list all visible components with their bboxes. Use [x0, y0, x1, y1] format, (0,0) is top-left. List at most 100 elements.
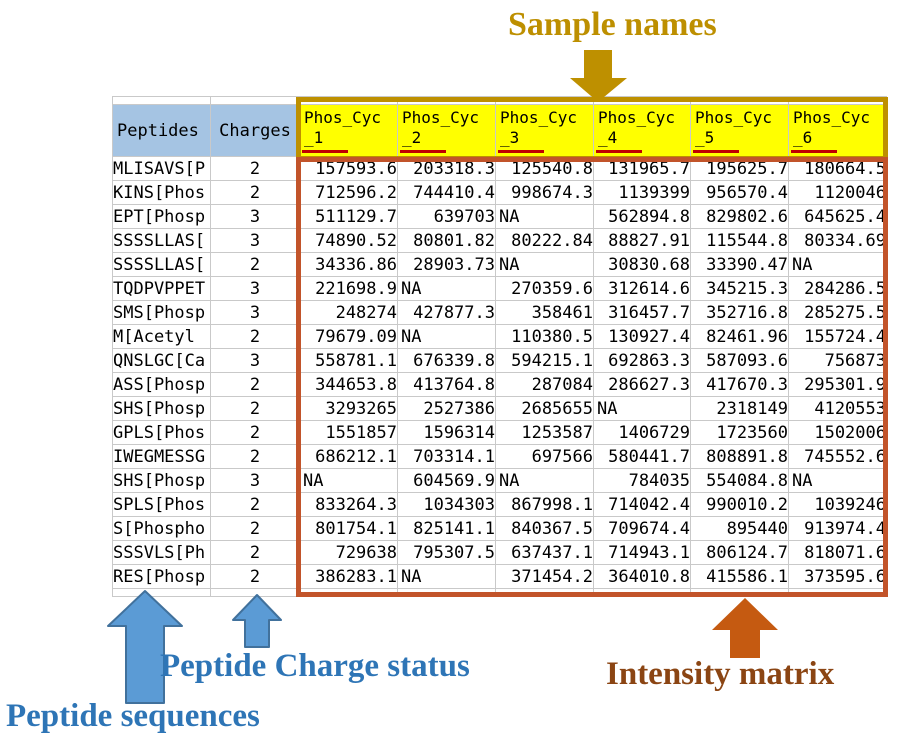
cell-intensity[interactable]: 80801.82	[397, 228, 496, 253]
cell-intensity[interactable]: NA	[788, 468, 887, 493]
cell-peptide[interactable]: SSSSLLAS[	[112, 228, 211, 253]
sample-column-header-4[interactable]: Phos_Cyc_4	[593, 104, 691, 157]
cell-intensity[interactable]: 806124.7	[690, 540, 789, 565]
charges-column-header[interactable]: Charges	[210, 104, 300, 157]
cell-peptide[interactable]: TQDPVPPET	[112, 276, 211, 301]
cell-intensity[interactable]: 312614.6	[593, 276, 691, 301]
cell-intensity[interactable]: 115544.8	[690, 228, 789, 253]
cell-intensity[interactable]: 1253587	[495, 420, 594, 445]
cell-intensity[interactable]: 913974.4	[788, 516, 887, 541]
cell-intensity[interactable]: NA	[495, 252, 594, 277]
cell-charge[interactable]: 2	[210, 180, 300, 205]
cell-charge[interactable]: 2	[210, 564, 300, 589]
cell-intensity[interactable]: 784035	[593, 468, 691, 493]
cell-intensity[interactable]: 956570.4	[690, 180, 789, 205]
cell-peptide[interactable]: RES[Phosp	[112, 564, 211, 589]
cell-intensity[interactable]: 637437.1	[495, 540, 594, 565]
cell-intensity[interactable]: 180664.5	[788, 156, 887, 181]
cell-intensity[interactable]: 587093.6	[690, 348, 789, 373]
cell-intensity[interactable]: 427877.3	[397, 300, 496, 325]
cell-charge[interactable]: 2	[210, 444, 300, 469]
cell-charge[interactable]: 2	[210, 372, 300, 397]
cell-intensity[interactable]: 709674.4	[593, 516, 691, 541]
cell-charge[interactable]: 2	[210, 324, 300, 349]
cell-intensity[interactable]: 2685655	[495, 396, 594, 421]
cell-intensity[interactable]: 594215.1	[495, 348, 594, 373]
cell-intensity[interactable]: 3293265	[299, 396, 398, 421]
cell-peptide[interactable]: SPLS[Phos	[112, 492, 211, 517]
cell-charge[interactable]: 3	[210, 468, 300, 493]
cell-intensity[interactable]: 712596.2	[299, 180, 398, 205]
cell-intensity[interactable]: 285275.5	[788, 300, 887, 325]
cell-peptide[interactable]: SHS[Phosp	[112, 468, 211, 493]
cell-intensity[interactable]: 415586.1	[690, 564, 789, 589]
cell-peptide[interactable]: KINS[Phos	[112, 180, 211, 205]
cell-intensity[interactable]: NA	[788, 252, 887, 277]
cell-intensity[interactable]: NA	[495, 204, 594, 229]
cell-intensity[interactable]: NA	[593, 396, 691, 421]
cell-intensity[interactable]: 155724.4	[788, 324, 887, 349]
cell-peptide[interactable]: SMS[Phosp	[112, 300, 211, 325]
cell-charge[interactable]: 2	[210, 516, 300, 541]
cell-intensity[interactable]: NA	[299, 468, 398, 493]
sample-column-header-3[interactable]: Phos_Cyc_3	[495, 104, 594, 157]
cell-intensity[interactable]: 676339.8	[397, 348, 496, 373]
cell-intensity[interactable]: 371454.2	[495, 564, 594, 589]
cell-intensity[interactable]: 82461.96	[690, 324, 789, 349]
cell-intensity[interactable]: 895440	[690, 516, 789, 541]
cell-charge[interactable]: 3	[210, 204, 300, 229]
cell-peptide[interactable]: SSSVLS[Ph	[112, 540, 211, 565]
cell-intensity[interactable]: NA	[495, 468, 594, 493]
cell-intensity[interactable]: 692863.3	[593, 348, 691, 373]
cell-intensity[interactable]: 833264.3	[299, 492, 398, 517]
sample-column-header-6[interactable]: Phos_Cyc_6	[788, 104, 887, 157]
cell-intensity[interactable]: 195625.7	[690, 156, 789, 181]
cell-intensity[interactable]: 286627.3	[593, 372, 691, 397]
cell-intensity[interactable]: 316457.7	[593, 300, 691, 325]
cell-charge[interactable]: 3	[210, 276, 300, 301]
cell-charge[interactable]: 2	[210, 252, 300, 277]
cell-intensity[interactable]: 284286.5	[788, 276, 887, 301]
cell-intensity[interactable]: 413764.8	[397, 372, 496, 397]
cell-intensity[interactable]: 74890.52	[299, 228, 398, 253]
cell-intensity[interactable]: 1723560	[690, 420, 789, 445]
cell-intensity[interactable]: 125540.8	[495, 156, 594, 181]
cell-intensity[interactable]: 344653.8	[299, 372, 398, 397]
cell-intensity[interactable]: 352716.8	[690, 300, 789, 325]
cell-intensity[interactable]: NA	[397, 324, 496, 349]
cell-intensity[interactable]: 729638	[299, 540, 398, 565]
cell-intensity[interactable]: 248274	[299, 300, 398, 325]
cell-intensity[interactable]: 745552.6	[788, 444, 887, 469]
cell-intensity[interactable]: 417670.3	[690, 372, 789, 397]
cell-intensity[interactable]: 80334.69	[788, 228, 887, 253]
cell-intensity[interactable]: 554084.8	[690, 468, 789, 493]
cell-intensity[interactable]: 604569.9	[397, 468, 496, 493]
cell-charge[interactable]: 3	[210, 228, 300, 253]
cell-peptide[interactable]: GPLS[Phos	[112, 420, 211, 445]
cell-intensity[interactable]: 130927.4	[593, 324, 691, 349]
cell-peptide[interactable]: SSSSLLAS[	[112, 252, 211, 277]
cell-intensity[interactable]: 1139399	[593, 180, 691, 205]
cell-peptide[interactable]: M[Acetyl	[112, 324, 211, 349]
cell-intensity[interactable]: 4120553	[788, 396, 887, 421]
cell-intensity[interactable]: 270359.6	[495, 276, 594, 301]
cell-intensity[interactable]: 1034303	[397, 492, 496, 517]
cell-intensity[interactable]: 1406729	[593, 420, 691, 445]
cell-charge[interactable]: 2	[210, 492, 300, 517]
cell-intensity[interactable]: 30830.68	[593, 252, 691, 277]
cell-intensity[interactable]: 358461	[495, 300, 594, 325]
cell-intensity[interactable]: 295301.9	[788, 372, 887, 397]
sample-column-header-2[interactable]: Phos_Cyc_2	[397, 104, 496, 157]
cell-intensity[interactable]: 645625.4	[788, 204, 887, 229]
cell-intensity[interactable]: 1596314	[397, 420, 496, 445]
sample-column-header-1[interactable]: Phos_Cyc_1	[299, 104, 398, 157]
cell-intensity[interactable]: 203318.3	[397, 156, 496, 181]
cell-intensity[interactable]: 345215.3	[690, 276, 789, 301]
cell-intensity[interactable]: 697566	[495, 444, 594, 469]
cell-peptide[interactable]: S[Phospho	[112, 516, 211, 541]
cell-intensity[interactable]: 639703	[397, 204, 496, 229]
cell-intensity[interactable]: 840367.5	[495, 516, 594, 541]
cell-intensity[interactable]: 511129.7	[299, 204, 398, 229]
cell-intensity[interactable]: 825141.1	[397, 516, 496, 541]
cell-intensity[interactable]: 110380.5	[495, 324, 594, 349]
